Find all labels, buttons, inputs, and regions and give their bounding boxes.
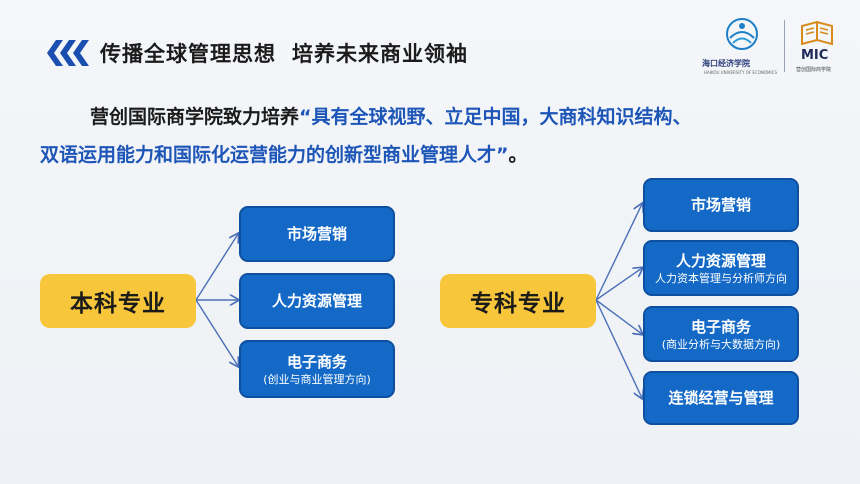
- connector-ug-1: [195, 234, 238, 301]
- mic-book-icon: [801, 20, 833, 46]
- university-name-en: HAIKOU UNIVERSITY OF ECONOMICS: [704, 70, 777, 75]
- intro-end: 。: [508, 144, 528, 166]
- intro-quote-2: 双语运用能力和国际化运营能力的创新型商业管理人才”: [40, 144, 509, 166]
- college-major-3: 电子商务 (商业分析与大数据方向): [643, 306, 799, 362]
- major-name: 人力资源管理: [675, 251, 766, 270]
- major-note: 人力资本管理与分析师方向: [655, 271, 787, 285]
- intro-paragraph: 营创国际商学院致力培养“具有全球视野、立足中国，大商科知识结构、 双语运用能力和…: [40, 98, 840, 174]
- college-major-2: 人力资源管理 人力资本管理与分析师方向: [643, 240, 799, 296]
- triple-chevron-icon: [47, 40, 89, 66]
- college-major-1: 市场营销: [643, 178, 799, 232]
- intro-quote-1: “具有全球视野、立足中国，大商科知识结构、: [299, 106, 692, 128]
- logo-divider: [784, 20, 785, 72]
- university-name: 海口经济学院: [702, 58, 750, 68]
- undergrad-major-1: 市场营销: [239, 206, 395, 262]
- major-name: 人力资源管理: [271, 292, 362, 310]
- slide-title: 传播全球管理思想培养未来商业领袖: [100, 38, 468, 68]
- connector-col-2: [595, 268, 642, 301]
- mic-logo-sub: 营创国际商学院: [796, 67, 832, 73]
- intro-line-2: 双语运用能力和国际化运营能力的创新型商业管理人才”。: [40, 136, 840, 174]
- major-name: 电子商务: [690, 317, 751, 336]
- undergrad-label-box: 本科专业: [40, 274, 196, 328]
- connector-col-4: [595, 299, 642, 398]
- undergrad-major-3: 电子商务 (创业与商业管理方向): [239, 340, 395, 398]
- connector-col-3: [595, 299, 642, 334]
- university-logo-icon: [726, 18, 758, 50]
- undergrad-major-2: 人力资源管理: [239, 273, 395, 329]
- intro-lead: 营创国际商学院致力培养: [90, 106, 300, 128]
- intro-line-1: 营创国际商学院致力培养“具有全球视野、立足中国，大商科知识结构、: [40, 98, 840, 136]
- mic-logo-text: MIC: [801, 48, 829, 63]
- major-name: 市场营销: [286, 225, 347, 243]
- college-major-4: 连锁经营与管理: [643, 371, 799, 425]
- major-note: (创业与商业管理方向): [263, 372, 371, 386]
- major-name: 连锁经营与管理: [668, 389, 774, 407]
- major-note: (商业分析与大数据方向): [661, 337, 781, 351]
- college-label-box: 专科专业: [440, 274, 596, 328]
- connector-col-1: [595, 204, 642, 301]
- major-name: 市场营销: [690, 196, 751, 214]
- logo-area: 海口经济学院 HAIKOU UNIVERSITY OF ECONOMICS MI…: [690, 14, 850, 75]
- title-part-2: 培养未来商业领袖: [292, 42, 468, 66]
- title-part-1: 传播全球管理思想: [100, 42, 276, 66]
- connector-ug-3: [195, 299, 238, 366]
- major-name: 电子商务: [286, 352, 347, 371]
